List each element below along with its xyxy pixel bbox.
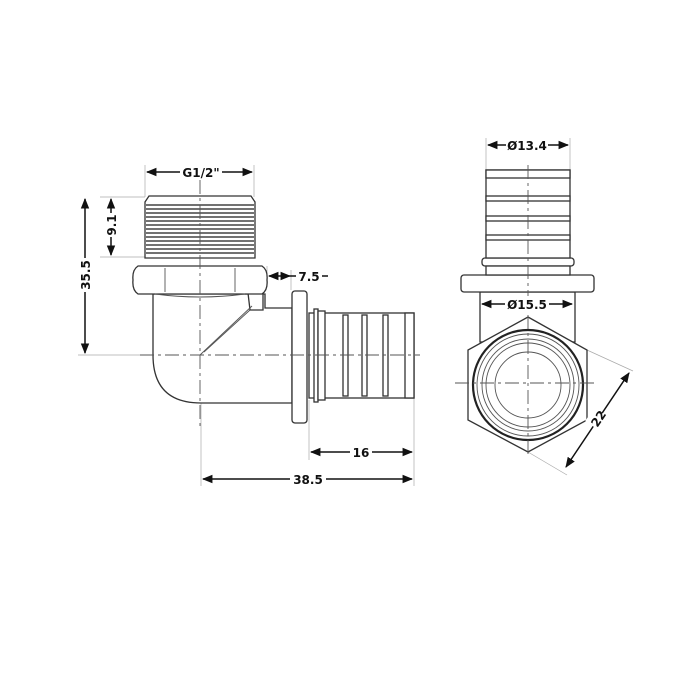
dim-height: 35.5 [79,260,93,290]
side-view [78,165,420,486]
dim-thread-length: 9.1 [105,214,119,235]
thread [144,195,256,259]
flange [291,290,308,424]
dim-pex-length: 16 [353,446,370,460]
flange [460,274,595,293]
dim-total-length: 38.5 [293,473,323,487]
dim-hex-size: 22 [588,408,609,430]
elbow-body [152,293,293,404]
dim-thread: G1/2" [182,166,219,180]
front-view [455,138,634,476]
dim-body-diameter: Ø15.5 [507,298,547,312]
dim-gap: 7.5 [298,270,319,284]
dim-pex-diameter: Ø13.4 [507,139,547,153]
